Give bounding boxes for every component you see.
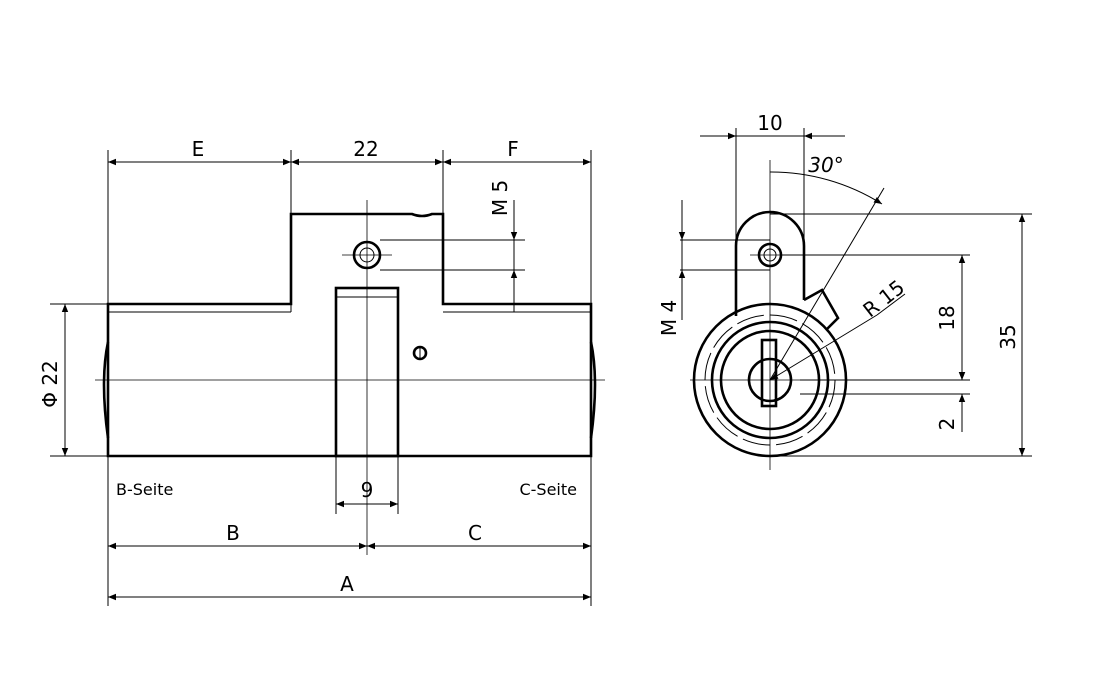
dim-label-35: 35 xyxy=(996,324,1020,349)
angle-arc xyxy=(769,171,883,205)
dim-label-R15: R 15 xyxy=(858,275,909,322)
dim-label-C: C xyxy=(468,521,482,545)
c-side-end-cap xyxy=(589,341,597,439)
cylinder-body-outline xyxy=(106,212,593,458)
dim-label-10: 10 xyxy=(757,111,782,135)
label-c-side: C-Seite xyxy=(519,480,577,499)
dim-label-M5: M 5 xyxy=(488,180,512,216)
dim-label-B: B xyxy=(226,521,240,545)
dim-label-E: E xyxy=(192,137,205,161)
dim-label-M4: M 4 xyxy=(657,300,681,336)
label-b-side: B-Seite xyxy=(116,480,173,499)
dim-label-22: 22 xyxy=(353,137,378,161)
cam-tip xyxy=(803,288,840,331)
dim-label-phi22: Φ 22 xyxy=(38,360,62,408)
angle-label-30: 30° xyxy=(808,153,843,177)
r15-leader xyxy=(769,314,878,381)
keyway xyxy=(760,338,778,408)
front-view: E 22 F M 5 Φ 22 B-Seite C-Seite 9 B C A xyxy=(38,137,605,606)
side-view: 10 30° M 4 R 15 18 35 2 xyxy=(657,111,1032,470)
b-side-end-cap xyxy=(102,341,110,439)
dim-label-18: 18 xyxy=(935,305,959,330)
dim-label-9: 9 xyxy=(361,478,374,502)
angle-line xyxy=(769,187,885,381)
dim-label-A: A xyxy=(340,572,354,596)
dim-label-F: F xyxy=(507,137,519,161)
dim-label-2: 2 xyxy=(935,418,959,431)
